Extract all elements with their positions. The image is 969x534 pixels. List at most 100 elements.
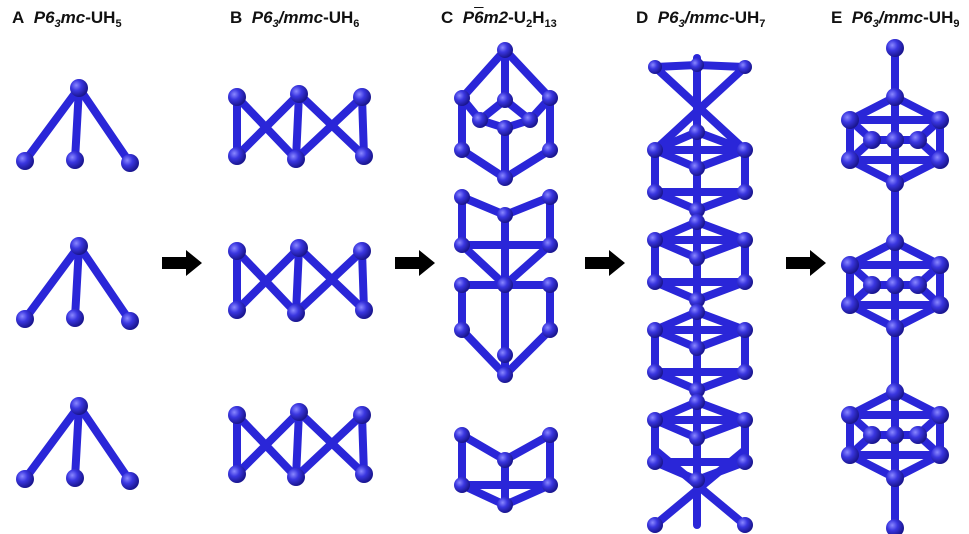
atom — [689, 394, 705, 410]
bond — [295, 244, 368, 314]
atom — [689, 214, 705, 230]
atom — [497, 347, 513, 363]
atom — [841, 406, 859, 424]
atom — [886, 319, 904, 337]
formula-sub: 13 — [544, 18, 557, 30]
atom — [121, 472, 139, 490]
atom — [931, 446, 949, 464]
atom — [66, 309, 84, 327]
atom — [886, 469, 904, 487]
panel-letter: E — [831, 8, 843, 27]
atom — [66, 469, 84, 487]
atom — [648, 60, 662, 74]
formula-sub: 7 — [759, 18, 766, 30]
bond — [75, 84, 134, 167]
panel-letter: C — [441, 8, 454, 27]
formula-sub: 9 — [953, 18, 960, 30]
atom — [454, 477, 470, 493]
atom — [931, 256, 949, 274]
formula-part: /mmc — [278, 8, 324, 27]
formula-sub: 3 — [272, 18, 279, 30]
atom — [542, 477, 558, 493]
formula-sub: 3 — [872, 18, 879, 30]
atom — [737, 232, 753, 248]
atom — [70, 397, 88, 415]
bond — [693, 61, 749, 71]
atom — [738, 60, 752, 74]
right-arrow-icon — [395, 250, 435, 276]
formula-part: P6 — [251, 8, 273, 27]
right-arrow-icon — [585, 250, 625, 276]
atom — [497, 120, 513, 136]
formula-part: -UH — [923, 8, 954, 27]
atom — [228, 301, 246, 319]
atom — [497, 42, 513, 58]
atom — [689, 202, 705, 218]
atom — [353, 88, 371, 106]
right-arrow-icon — [786, 250, 826, 276]
bond — [458, 431, 509, 464]
formula-part: P6 — [851, 8, 873, 27]
atom — [70, 237, 88, 255]
atom — [931, 296, 949, 314]
atom — [542, 237, 558, 253]
atom — [454, 427, 470, 443]
bond — [71, 402, 83, 482]
atom — [542, 427, 558, 443]
formula-part: -UH — [323, 8, 354, 27]
atom — [70, 79, 88, 97]
atom — [228, 88, 246, 106]
panel-a-label: A P63mc-UH5 — [12, 8, 122, 30]
right-arrow-icon — [162, 250, 202, 276]
formula-part: mc — [60, 8, 86, 27]
formula-sub: 3 — [678, 18, 685, 30]
formula-sub: 3 — [54, 18, 61, 30]
atom — [647, 274, 663, 290]
atom — [353, 406, 371, 424]
atom — [841, 256, 859, 274]
atom — [647, 232, 663, 248]
atom — [689, 340, 705, 356]
formula-part: m2 — [483, 8, 509, 27]
atom — [886, 88, 904, 106]
atom — [909, 276, 927, 294]
atom — [290, 85, 308, 103]
bond — [295, 90, 368, 160]
atom — [287, 304, 305, 322]
bond — [501, 241, 554, 289]
formula-part: P — [462, 8, 475, 27]
atom — [355, 147, 373, 165]
atom — [737, 142, 753, 158]
bond — [651, 61, 701, 71]
atom — [647, 184, 663, 200]
bond — [358, 93, 368, 160]
bond — [651, 446, 749, 529]
panel-e-label: E P63/mmc-UH9 — [831, 8, 959, 30]
panel-letter: A — [12, 8, 25, 27]
bond — [21, 242, 83, 323]
atom — [228, 242, 246, 260]
atom — [454, 277, 470, 293]
atom — [689, 250, 705, 266]
atom — [886, 131, 904, 149]
atom — [886, 383, 904, 401]
atom — [454, 322, 470, 338]
formula-part: P6 — [657, 8, 679, 27]
atom — [497, 367, 513, 383]
formula-sub: 2 — [526, 18, 533, 30]
atom — [690, 58, 704, 72]
atom — [647, 322, 663, 338]
atom — [454, 90, 470, 106]
atom — [737, 454, 753, 470]
atom — [737, 274, 753, 290]
atom — [497, 92, 513, 108]
atom — [841, 446, 859, 464]
atom — [522, 112, 538, 128]
atom — [689, 124, 705, 140]
atom — [542, 277, 558, 293]
atom — [16, 470, 34, 488]
bond — [75, 402, 134, 485]
formula-part: -U — [508, 8, 527, 27]
atom — [886, 519, 904, 534]
atom — [542, 142, 558, 158]
